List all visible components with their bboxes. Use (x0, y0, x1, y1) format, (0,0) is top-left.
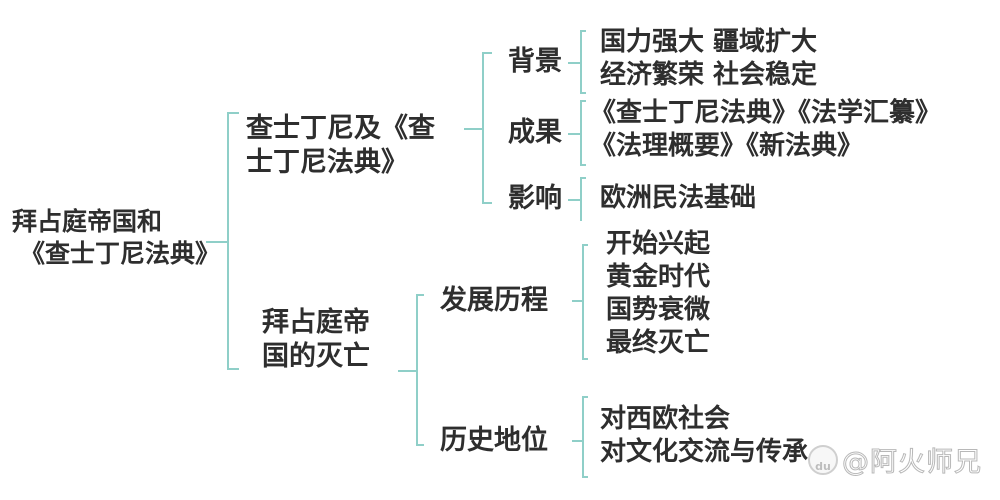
sub-historical-status-connector (572, 440, 582, 442)
sub-background-brace-bottom (580, 92, 586, 94)
sub-development-connector (572, 300, 582, 302)
branch-justinian-brace (482, 52, 484, 204)
leaf-item: 国势衰微 (606, 295, 711, 325)
sub-development-brace-top (582, 244, 588, 246)
sub-background-brace-top (580, 30, 586, 32)
sub-development-brace (582, 244, 584, 360)
sub-achievements-connector (568, 133, 580, 135)
branch-fall-line2: 国的灭亡 (262, 341, 370, 372)
leaf-list-background: 国力强大 疆域扩大 经济繁荣 社会稳定 (600, 26, 817, 92)
watermark-text: @阿火师兄 (842, 447, 982, 479)
leaf-item: 最终灭亡 (606, 328, 711, 358)
sub-historical-status: 历史地位 (440, 425, 548, 456)
sub-historical-status-brace-bottom (582, 476, 588, 478)
branch-fall-line1: 拜占庭帝 (262, 307, 370, 338)
branch-justinian-brace-bottom-cap (482, 202, 492, 204)
sub-development-brace-bottom (582, 358, 588, 360)
baidu-paw-icon: du (808, 444, 838, 475)
branch-fall-connector (398, 370, 418, 372)
leaf-item: 经济繁荣 社会稳定 (600, 60, 818, 90)
branch-justinian-line1: 查士丁尼及《查 (246, 113, 435, 144)
watermark-logo-text: du (815, 459, 831, 473)
sub-influence: 影响 (508, 183, 562, 214)
branch-justinian-connector (464, 128, 484, 130)
leaf-item: 对西欧社会 (600, 404, 731, 434)
sub-historical-status-brace-top (582, 396, 588, 398)
leaf-list-development: 开始兴起 黄金时代 国势衰微 最终灭亡 (606, 228, 710, 360)
root-brace (227, 112, 229, 370)
root-connector (206, 241, 228, 243)
sub-achievements-brace-bottom (580, 164, 586, 166)
sub-achievements-brace (580, 100, 582, 166)
root-node-line2: 《查士丁尼法典》 (20, 239, 221, 268)
root-node-line1: 拜占庭帝国和 (12, 207, 163, 236)
leaf-item: 国力强大 疆域扩大 (600, 27, 818, 57)
leaf-item: 《查士丁尼法典》《法学汇纂》 (590, 98, 942, 128)
branch-justinian: 查士丁尼及《查 士丁尼法典》 (246, 112, 435, 180)
leaf-item: 对文化交流与传承 (600, 437, 809, 467)
sub-background-brace (580, 30, 582, 94)
leaf-list-achievements: 《查士丁尼法典》《法学汇纂》 《法理概要》《新法典》 (590, 97, 941, 163)
branch-fall-brace-top (416, 294, 424, 296)
branch-justinian-line2: 士丁尼法典》 (246, 147, 408, 178)
root-node: 拜占庭帝国和 《查士丁尼法典》 (12, 206, 220, 270)
leaf-list-historical-status: 对西欧社会 对文化交流与传承 (600, 403, 808, 469)
root-brace-top-cap (227, 112, 239, 114)
sub-development: 发展历程 (440, 285, 548, 316)
branch-fall-brace (416, 294, 418, 446)
branch-fall: 拜占庭帝 国的灭亡 (262, 306, 370, 374)
sub-historical-status-brace (582, 396, 584, 478)
leaf-item: 开始兴起 (606, 229, 711, 259)
sub-influence-brace (580, 177, 582, 221)
leaf-item: 《法理概要》《新法典》 (590, 131, 864, 161)
sub-background: 背景 (508, 46, 562, 77)
root-brace-bottom-cap (227, 368, 239, 370)
sub-influence-brace-top (580, 177, 586, 179)
sub-background-connector (568, 62, 580, 64)
leaf-list-influence: 欧洲民法基础 (600, 182, 756, 215)
sub-achievements-brace-top (580, 100, 586, 102)
leaf-item: 黄金时代 (606, 262, 711, 292)
branch-justinian-brace-top-cap (482, 52, 492, 54)
leaf-item: 欧洲民法基础 (600, 183, 757, 213)
branch-fall-brace-bottom (416, 444, 424, 446)
sub-achievements: 成果 (508, 117, 562, 148)
watermark: du @阿火师兄 (808, 440, 982, 479)
sub-influence-connector (568, 199, 580, 201)
